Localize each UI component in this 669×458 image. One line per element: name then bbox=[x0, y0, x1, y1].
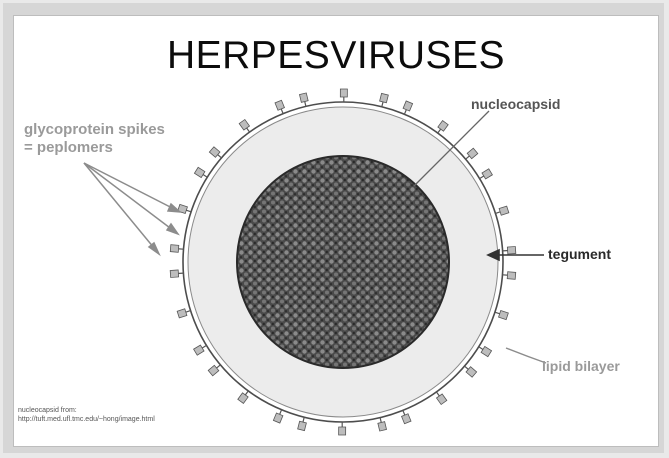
diagram-title: HERPESVIRUSES bbox=[14, 34, 658, 78]
glycoprotein-spike bbox=[339, 422, 346, 435]
glycoprotein-label: glycoprotein spikes bbox=[24, 121, 165, 138]
nucleocapsid bbox=[237, 156, 449, 368]
peplomers-label: = peplomers bbox=[24, 139, 113, 156]
virion-diagram bbox=[14, 16, 658, 446]
glycoprotein-pointers bbox=[84, 163, 180, 254]
glycoprotein-spike bbox=[502, 271, 516, 279]
image-frame: HERPESVIRUSES glycoprotein spikes = pepl… bbox=[3, 3, 664, 453]
diagram-panel: HERPESVIRUSES glycoprotein spikes = pepl… bbox=[13, 15, 659, 447]
lipid-bilayer-pointer bbox=[506, 348, 546, 363]
glycoprotein-spike bbox=[377, 417, 387, 431]
nucleocapsid-label: nucleocapsid bbox=[471, 96, 560, 112]
tegument-label: tegument bbox=[548, 246, 611, 262]
credit-line-1: nucleocapsid from: bbox=[18, 406, 155, 415]
image-credit: nucleocapsid from: http://tuft.med.ufl.t… bbox=[18, 406, 155, 424]
glycoprotein-spike bbox=[170, 270, 183, 278]
lipid-bilayer-label: lipid bilayer bbox=[542, 358, 620, 374]
glycoprotein-spike bbox=[340, 89, 347, 102]
credit-line-2: http://tuft.med.ufl.tmc.edu/~hong/image.… bbox=[18, 415, 155, 424]
glycoprotein-spike bbox=[299, 93, 309, 107]
glycoprotein-spike bbox=[170, 245, 184, 253]
glycoprotein-spike bbox=[502, 247, 515, 255]
